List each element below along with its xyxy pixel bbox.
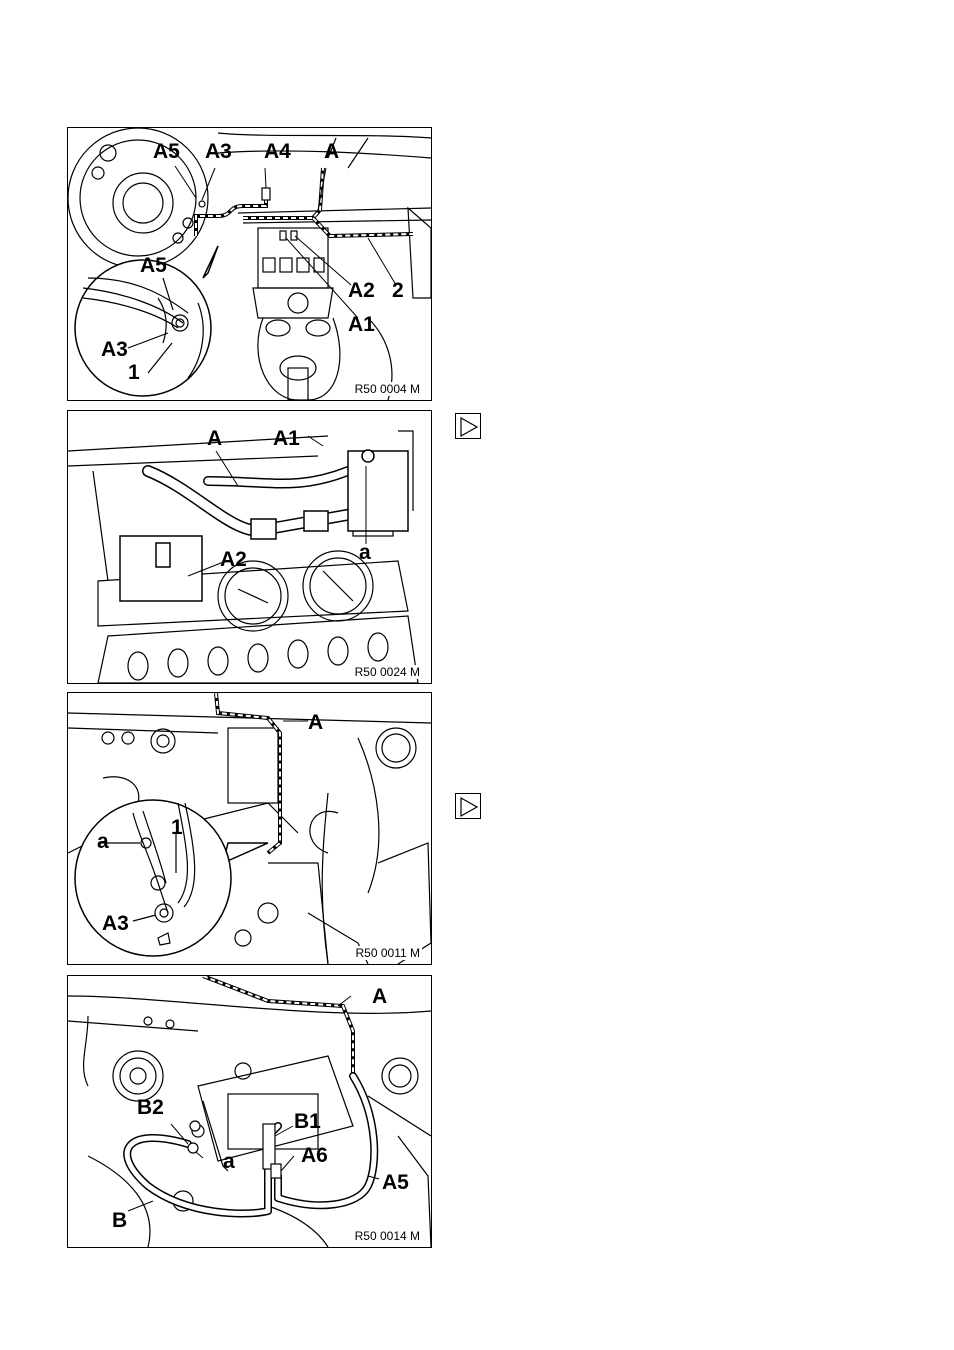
play-arrow-icon <box>455 793 481 819</box>
label-1: 1 <box>128 362 140 383</box>
label-a: A <box>324 141 339 162</box>
label-a4: A4 <box>264 141 291 162</box>
figure-heater-controls: A A1 a A2 R50 0024 M <box>67 410 432 684</box>
figure-reference: R50 0014 M <box>353 1229 422 1243</box>
label-a1: A1 <box>273 428 300 449</box>
label-a6: A6 <box>301 1145 328 1166</box>
label-a-small: a <box>97 831 109 852</box>
figure-engine-bay-ground: A 1 a A3 R50 0011 M <box>67 692 432 965</box>
label-a-small: a <box>359 542 371 563</box>
label-a5-inset: A5 <box>140 255 167 276</box>
label-2: 2 <box>392 280 404 301</box>
label-a3-top: A3 <box>205 141 232 162</box>
label-a5: A5 <box>382 1172 409 1193</box>
label-b: B <box>112 1210 127 1231</box>
label-a1: A1 <box>348 314 375 335</box>
label-a2: A2 <box>220 549 247 570</box>
figure-reference: R50 0011 M <box>354 946 422 960</box>
figure-reference: R50 0024 M <box>353 665 422 679</box>
heater-illustration <box>68 411 431 683</box>
label-b1: B1 <box>294 1111 321 1132</box>
label-a: A <box>372 986 387 1007</box>
label-a2: A2 <box>348 280 375 301</box>
label-a: A <box>308 712 323 733</box>
label-b2: B2 <box>137 1097 164 1118</box>
label-a5-top: A5 <box>153 141 180 162</box>
label-a3-inset: A3 <box>101 339 128 360</box>
label-a-small: a <box>223 1151 235 1172</box>
label-a3: A3 <box>102 913 129 934</box>
figure-battery-cables: A B2 B1 a A6 A5 B R50 0014 M <box>67 975 432 1248</box>
figure-dashboard-harness: A5 A3 A4 A A5 A2 2 A1 A3 1 R50 0004 M <box>67 127 432 401</box>
figure-reference: R50 0004 M <box>353 382 422 396</box>
label-1: 1 <box>171 817 183 838</box>
label-a: A <box>207 428 222 449</box>
play-arrow-icon <box>455 413 481 439</box>
battery-illustration <box>68 976 431 1247</box>
